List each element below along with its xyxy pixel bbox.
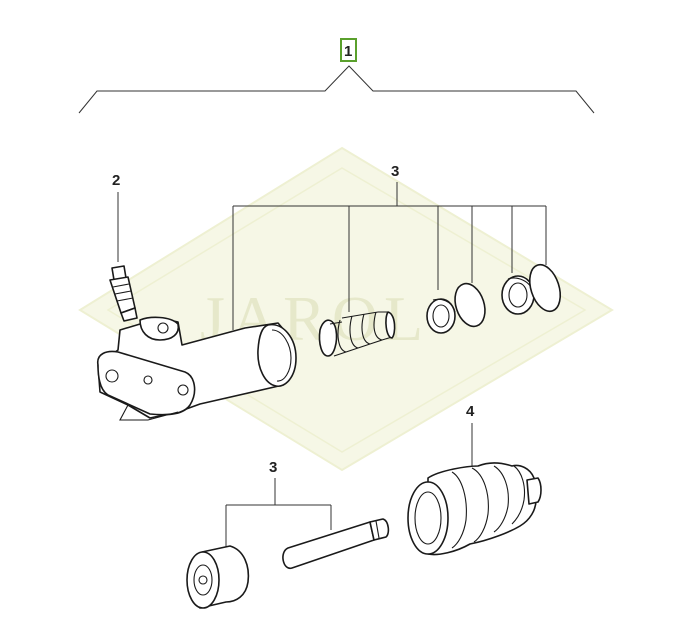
piston[interactable] [186,545,250,609]
callout-2[interactable]: 2 [112,172,120,189]
piston-seal-1[interactable] [426,298,456,334]
spring[interactable] [318,311,396,357]
repair-kit-bottom-brace [225,478,332,552]
push-rod[interactable] [282,518,390,569]
callout-3-top[interactable]: 3 [391,163,399,180]
o-ring-2[interactable] [524,261,565,315]
assembly-brace [78,65,595,114]
watermark: JAROL [78,146,614,472]
slave-cylinder-housing[interactable] [96,316,297,421]
rubber-boot[interactable] [407,462,542,556]
bleeder-screw[interactable] [109,265,138,322]
o-ring-1[interactable] [450,280,490,330]
repair-kit-top-brace [232,182,547,330]
piston-seal-2[interactable] [501,275,535,315]
callout-3-bottom[interactable]: 3 [269,459,277,476]
callout-1[interactable]: 1 [344,43,352,60]
callout-1-group[interactable]: 1 [340,38,357,62]
callout-4[interactable]: 4 [466,403,475,420]
callout-1-highlight-box [340,38,357,62]
